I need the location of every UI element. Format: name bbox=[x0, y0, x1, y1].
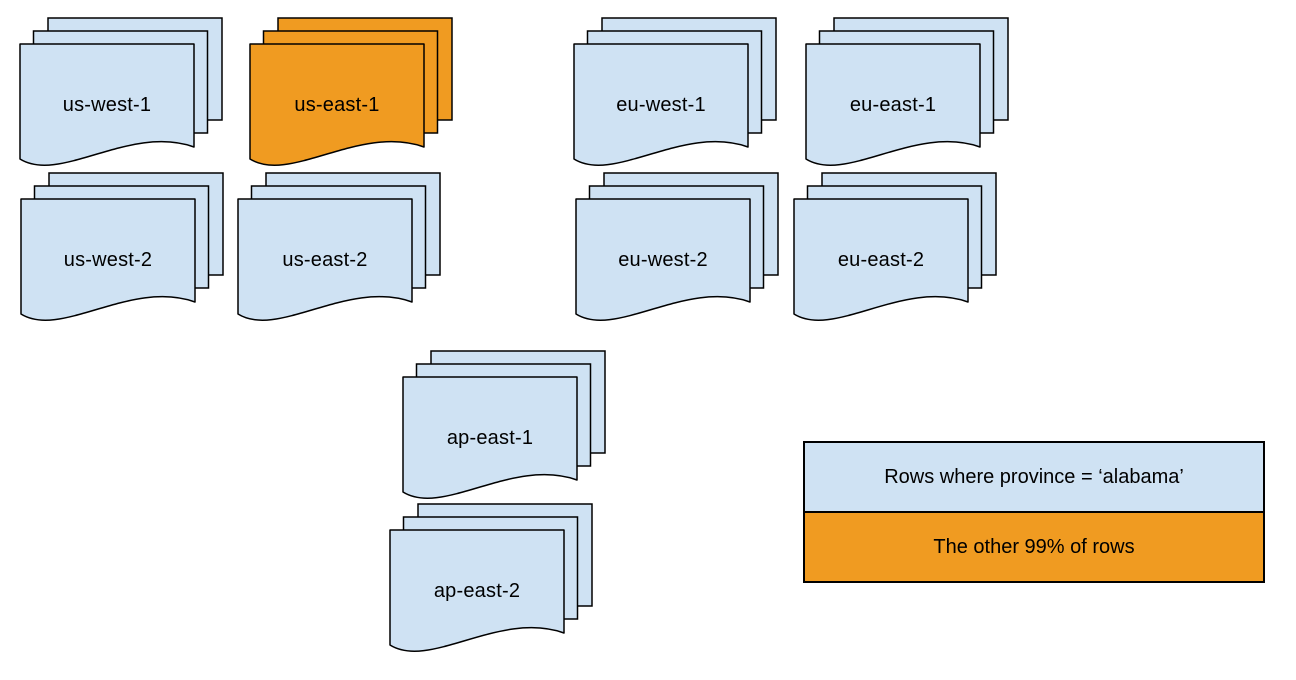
document-shape bbox=[389, 529, 565, 652]
document-shape bbox=[19, 43, 195, 166]
document-shape bbox=[402, 376, 578, 499]
document-stack-ap-east-2: ap-east-2 bbox=[389, 503, 593, 661]
region-label: us-east-2 bbox=[282, 249, 368, 271]
document-shape bbox=[793, 198, 969, 321]
document-shape bbox=[20, 198, 196, 321]
document-stack-eu-east-2: eu-east-2 bbox=[793, 172, 997, 330]
document-shape bbox=[805, 43, 981, 166]
region-label: eu-east-1 bbox=[849, 94, 937, 116]
document-stack-icon bbox=[793, 172, 997, 321]
document-stack-icon bbox=[249, 17, 453, 166]
document-stack-eu-east-1: eu-east-1 bbox=[805, 17, 1009, 175]
legend-row-other-rows: The other 99% of rows bbox=[805, 511, 1263, 581]
document-stack-us-west-2: us-west-2 bbox=[20, 172, 224, 330]
legend-row-alabama: Rows where province = ‘alabama’ bbox=[805, 443, 1263, 511]
document-stack-icon bbox=[389, 503, 593, 652]
region-label: eu-west-2 bbox=[618, 249, 708, 271]
document-stack-ap-east-1: ap-east-1 bbox=[402, 350, 606, 508]
document-shape bbox=[237, 198, 413, 321]
region-label: ap-east-1 bbox=[446, 427, 534, 449]
document-stack-us-east-2: us-east-2 bbox=[237, 172, 441, 330]
document-stack-eu-west-2: eu-west-2 bbox=[575, 172, 779, 330]
document-stack-icon bbox=[19, 17, 223, 166]
document-shape bbox=[573, 43, 749, 166]
document-stack-icon bbox=[20, 172, 224, 321]
region-label: us-east-1 bbox=[294, 94, 380, 116]
document-stack-icon bbox=[402, 350, 606, 499]
legend: Rows where province = ‘alabama’ The othe… bbox=[803, 441, 1265, 583]
document-shape bbox=[249, 43, 425, 166]
document-stack-icon bbox=[237, 172, 441, 321]
document-stack-icon bbox=[805, 17, 1009, 166]
document-stack-icon bbox=[573, 17, 777, 166]
region-label: eu-west-1 bbox=[616, 94, 706, 116]
region-label: us-west-2 bbox=[63, 249, 153, 271]
document-stack-icon bbox=[575, 172, 779, 321]
document-stack-us-west-1: us-west-1 bbox=[19, 17, 223, 175]
document-stack-us-east-1: us-east-1 bbox=[249, 17, 453, 175]
document-shape bbox=[575, 198, 751, 321]
region-label: ap-east-2 bbox=[433, 580, 521, 602]
region-label: us-west-1 bbox=[62, 94, 152, 116]
region-label: eu-east-2 bbox=[837, 249, 925, 271]
document-stack-eu-west-1: eu-west-1 bbox=[573, 17, 777, 175]
